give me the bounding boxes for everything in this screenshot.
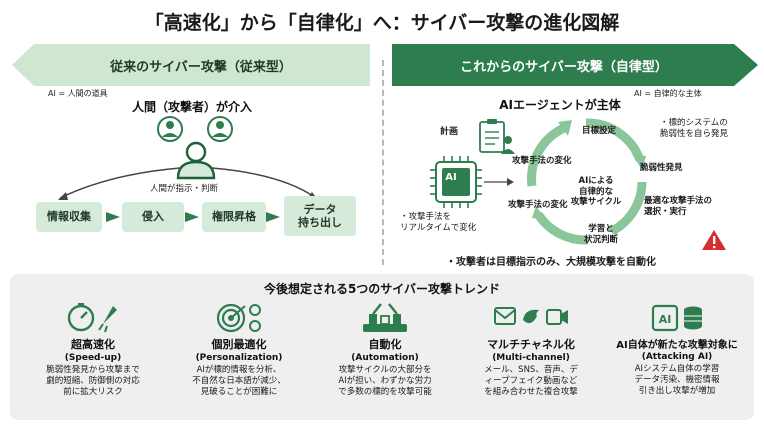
trend-automation-name: 自動化 [368, 338, 402, 351]
right-arrow-shape [392, 44, 758, 86]
trend-multichannel: マルチチャネル化 (Multi-channel) メール、SNS、音声、デ ィー… [458, 300, 604, 398]
ai-chip-label: AI [445, 172, 457, 183]
cycle-step-learning: 学習と 状況判断 [584, 224, 619, 245]
trend-personalization-desc: AIが標的情報を分析、 不自然な日本語が減少、 見破ることが困難に [192, 365, 286, 398]
trend-personalization-name: 個別最適化 [211, 338, 267, 351]
step-intrusion: 侵入 [122, 202, 184, 232]
step-data-exfiltration: データ 持ち出し [284, 196, 356, 236]
trend-attacking-ai-desc: AIシステム自体の学習 データ汚染、機密情報 引き出し攻撃が増加 [634, 364, 720, 397]
ai-chip-icon [430, 156, 482, 208]
cycle-center-label: AIによる 自律的な 攻撃サイクル [570, 176, 622, 208]
multichannel-icon [494, 307, 568, 325]
person-small-right-icon [207, 116, 233, 142]
trend-attacking-ai-name: AI自体が新たな攻撃対象に [616, 340, 738, 351]
arrow-to-collection [59, 167, 181, 199]
left-arrow-shape [12, 44, 370, 86]
human-instruction-label: 人間が指示・判断 [150, 184, 219, 194]
chip-realtime-note: ・攻撃手法を リアルタイムで変化 [400, 212, 477, 234]
trends-panel [10, 274, 754, 420]
step-arrow-2 [185, 212, 199, 222]
page-title: 「高速化」から「自律化」へ：サイバー攻撃の進化図解 [144, 12, 620, 34]
right-ai-note: AI = 自律的な主体 [634, 89, 702, 98]
target-vuln-note: ・標的システムの 脆弱性を自ら発見 [660, 118, 729, 140]
traditional-attack-banner-label: 従来のサイバー攻撃（従来型） [110, 59, 292, 75]
step-info-gathering: 情報収集 [36, 202, 102, 232]
trend-personalization: 個別最適化 (Personalization) AIが標的情報を分析、 不自然な… [166, 300, 312, 398]
trend-automation: 自動化 (Automation) 攻撃サイクルの大部分を AIが担い、わずかな労… [312, 300, 458, 398]
warning-icon [702, 230, 726, 250]
section-divider [382, 60, 384, 265]
traditional-attack-banner: 従来のサイバー攻撃（従来型） [12, 44, 370, 86]
trend-automation-desc: 攻撃サイクルの大部分を AIが担い、わずかな労力 で多数の標的を攻撃可能 [338, 365, 432, 398]
step-arrow-1 [106, 212, 120, 222]
speed-rocket-icon [67, 303, 117, 333]
trend-personalization-en: (Personalization) [195, 353, 283, 363]
trend-multichannel-en: (Multi-channel) [492, 353, 570, 363]
factory-robot-icon [363, 303, 407, 332]
trend-automation-en: (Automation) [351, 353, 419, 363]
step-privilege-escalation: 権限昇格 [202, 202, 266, 232]
cycle-step-change-lower: 攻撃手法の変化 [508, 200, 568, 210]
human-attacker-diagram [58, 116, 318, 222]
automation-note: ・攻撃者は目標指示のみ、大規模攻撃を自動化 [446, 257, 656, 268]
trend-attacking-ai-en: (Attacking AI) [641, 352, 713, 362]
person-small-left-icon [157, 116, 183, 142]
left-heading: 人間（攻撃者）が介入 [131, 100, 252, 114]
trend-speed-up-name: 超高速化 [71, 338, 115, 351]
ai-agent-diagram [430, 118, 726, 250]
right-heading: AIエージェントが主体 [499, 98, 621, 112]
svg-text:AI: AI [659, 313, 672, 326]
autonomous-attack-banner-label: これからのサイバー攻撃（自律型） [460, 59, 668, 75]
ai-database-icon: AI [651, 304, 702, 332]
trend-speed-up-en: (Speed-up) [64, 353, 122, 363]
trend-multichannel-name: マルチチャネル化 [487, 338, 575, 351]
trends-title: 今後想定される5つのサイバー攻撃トレンド [263, 282, 501, 296]
plan-label: 計画 [440, 127, 459, 137]
plan-clipboard-icon [479, 119, 515, 154]
attacker-person-icon [176, 141, 216, 180]
cycle-step-goal: 目標設定 [582, 126, 617, 136]
trend-attacking-ai: AI AI自体が新たな攻撃対象に (Attacking AI) AIシステム自体… [604, 300, 750, 397]
cycle-arrowheads [532, 120, 646, 236]
left-ai-note: AI = 人間の道具 [48, 89, 108, 98]
cycle-step-change-upper: 攻撃手法の変化 [512, 156, 572, 166]
cycle-step-execute: 最適な攻撃手法の 選択・実行 [644, 196, 713, 217]
step-arrow-3 [266, 212, 280, 222]
trend-multichannel-desc: メール、SNS、音声、デ ィープフェイク動画など を組み合わせた複合攻撃 [484, 365, 578, 398]
autonomous-attack-banner: これからのサイバー攻撃（自律型） [392, 44, 758, 86]
arrow-to-exfiltration [211, 167, 317, 199]
target-personalization-icon [216, 303, 261, 333]
trend-speed-up: 超高速化 (Speed-up) 脆弱性発見から攻撃まで 劇的短縮、防御側の対応 … [20, 300, 166, 398]
cycle-step-vuln: 脆弱性発見 [640, 163, 683, 173]
trend-speed-up-desc: 脆弱性発見から攻撃まで 劇的短縮、防御側の対応 前に拡大リスク [46, 365, 140, 398]
